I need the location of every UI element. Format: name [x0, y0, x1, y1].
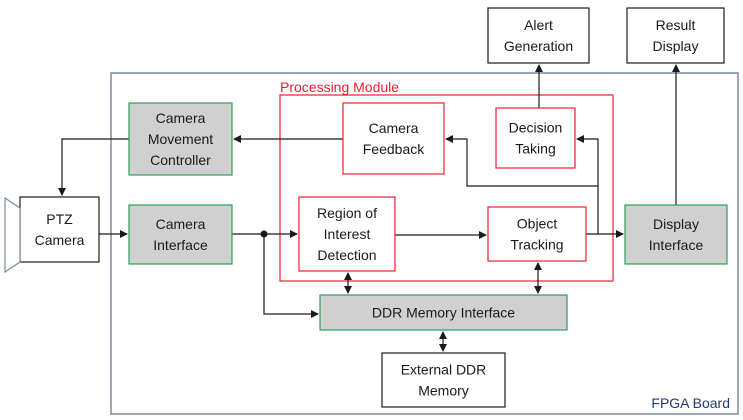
blocks-layer: AlertGenerationResultDisplayCameraMoveme… — [19, 7, 728, 408]
connector-junction-to-ddr — [263, 234, 319, 318]
connector-movement-to-ptz — [58, 138, 129, 196]
alert-generation-label-line: Alert — [524, 17, 553, 33]
block-ddr-memory-interface: DDR Memory Interface — [319, 294, 568, 331]
object-tracking-label-line: Tracking — [510, 237, 563, 253]
camera-movement-controller-label-line: Movement — [148, 131, 213, 147]
region-of-interest-detection-box — [298, 196, 396, 272]
external-ddr-memory-box — [381, 352, 506, 408]
camera-interface-label-line: Camera — [156, 216, 206, 232]
region-of-interest-detection-label-line: Region of — [317, 205, 377, 221]
junction-dot — [260, 230, 268, 238]
result-display-label-line: Display — [653, 38, 699, 54]
object-tracking-box — [487, 206, 587, 262]
display-interface-box — [624, 204, 728, 265]
display-interface-label-line: Interface — [649, 237, 704, 253]
ptz-camera-label-line: PTZ — [46, 211, 73, 227]
object-tracking-label-line: Object — [517, 216, 558, 232]
block-ptz-camera: PTZ Camera — [19, 196, 100, 263]
processing-module-border — [279, 94, 614, 282]
fpga-board-label: FPGA Board — [651, 395, 730, 411]
connections — [58, 64, 680, 352]
ptz-camera-box — [19, 196, 100, 263]
external-ddr-memory-label-line: Memory — [418, 383, 469, 399]
camera-interface-box — [128, 204, 233, 265]
result-display-box — [626, 7, 725, 64]
camera-feedback-box — [342, 102, 445, 175]
fpga-board-border — [110, 72, 739, 415]
camera-feedback-label-line: Camera — [369, 120, 419, 136]
camera-movement-controller-box — [128, 102, 233, 176]
region-of-interest-detection-label-line: Detection — [317, 247, 376, 263]
region-of-interest-detection-label-line: Interest — [324, 226, 371, 242]
result-display-label-line: Result — [656, 17, 696, 33]
display-interface-label-line: Display — [653, 216, 699, 232]
camera-movement-controller-label-line: Camera — [156, 110, 206, 126]
camera-interface-label-line: Interface — [153, 237, 208, 253]
ptz-camera-label-line: Camera — [35, 232, 85, 248]
ddr-memory-interface-label-line: DDR Memory Interface — [372, 305, 515, 321]
alert-generation-label-line: Generation — [504, 38, 573, 54]
fpga-board-container: FPGA Board — [110, 72, 739, 415]
camera-lens-icon — [4, 196, 21, 274]
camera-feedback-label-line: Feedback — [363, 141, 425, 157]
external-ddr-memory-label-line: External DDR — [401, 362, 487, 378]
ddr-memory-interface-box — [319, 294, 568, 331]
decision-taking-label-line: Decision — [509, 120, 563, 136]
alert-generation-box — [487, 7, 590, 64]
processing-module-label: Processing Module — [280, 79, 399, 95]
decision-taking-box — [495, 107, 576, 169]
connector-tracking-to-decision — [576, 135, 599, 234]
decision-taking-label-line: Taking — [515, 141, 555, 157]
block-external-ddr-memory: External DDR Memory — [381, 352, 506, 408]
processing-module-container: Processing Module — [279, 79, 614, 282]
camera-movement-controller-label-line: Controller — [150, 152, 211, 168]
connector-tracking-to-feedback — [445, 135, 598, 187]
